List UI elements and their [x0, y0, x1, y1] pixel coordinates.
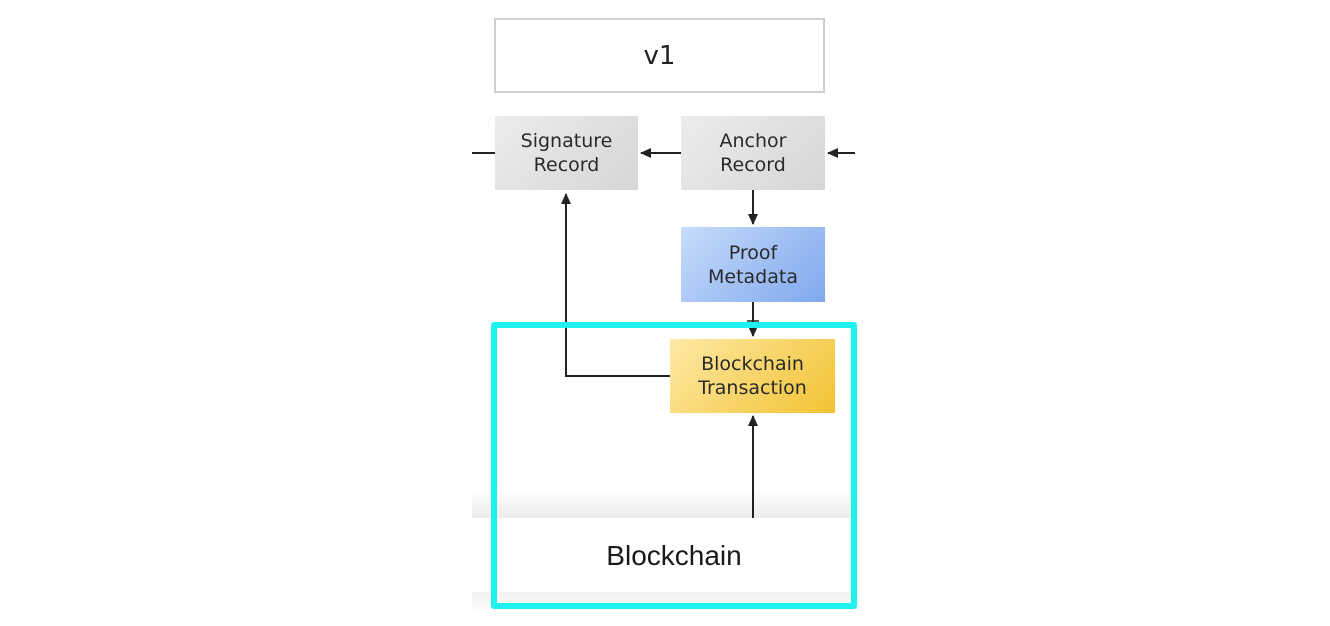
blockchain-band-shadow: [472, 490, 852, 518]
blockchain-label: Blockchain: [606, 539, 742, 571]
version-label: v1: [494, 18, 825, 93]
highlight-frame: [491, 322, 857, 609]
signature-record-node: Signature Record: [495, 116, 638, 190]
anchor-record-node: Anchor Record: [681, 116, 825, 190]
arrow-transaction-to-signature: [561, 193, 670, 377]
blockchain-transaction-node: Blockchain Transaction: [670, 339, 835, 413]
proof-metadata-node: Proof Metadata: [681, 227, 825, 302]
